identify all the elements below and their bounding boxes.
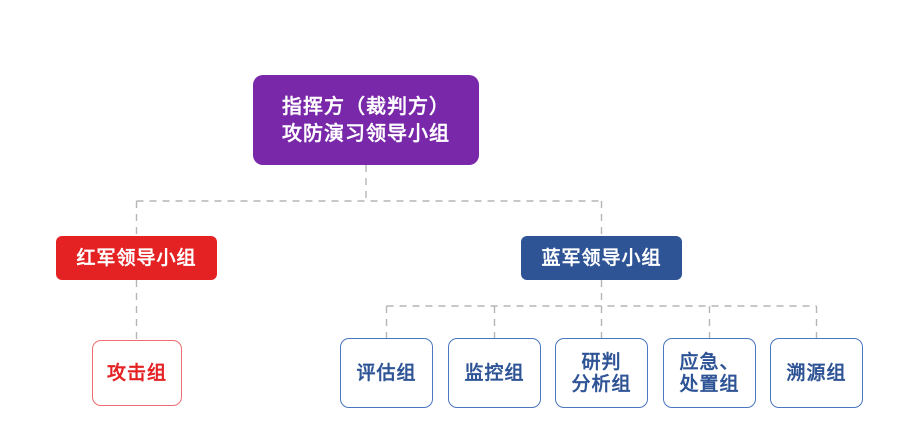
node-label-blue-team: 蓝军领导小组 xyxy=(541,246,662,269)
node-label-command-judge-group: 指挥方（裁判方） 攻防演习领导小组 xyxy=(282,94,450,145)
node-judgment-analysis-group[interactable]: 研判 分析组 xyxy=(555,338,648,408)
node-label-judgment-analysis-group: 研判 分析组 xyxy=(571,350,632,395)
node-label-attack-group: 攻击组 xyxy=(106,361,167,384)
node-label-assessment-group: 评估组 xyxy=(356,361,417,384)
node-label-red-team: 红军领导小组 xyxy=(76,246,197,269)
node-red-team[interactable]: 红军领导小组 xyxy=(56,236,217,280)
node-label-monitoring-group: 监控组 xyxy=(464,361,525,384)
node-label-emergency-response-group: 应急、 处置组 xyxy=(679,350,740,395)
node-assessment-group[interactable]: 评估组 xyxy=(340,338,433,408)
node-command-judge-group[interactable]: 指挥方（裁判方） 攻防演习领导小组 xyxy=(253,75,479,165)
node-traceback-group[interactable]: 溯源组 xyxy=(770,338,863,408)
node-emergency-response-group[interactable]: 应急、 处置组 xyxy=(663,338,756,408)
node-attack-group[interactable]: 攻击组 xyxy=(92,340,182,406)
node-label-traceback-group: 溯源组 xyxy=(786,361,847,384)
node-blue-team[interactable]: 蓝军领导小组 xyxy=(521,236,682,280)
node-monitoring-group[interactable]: 监控组 xyxy=(448,338,541,408)
